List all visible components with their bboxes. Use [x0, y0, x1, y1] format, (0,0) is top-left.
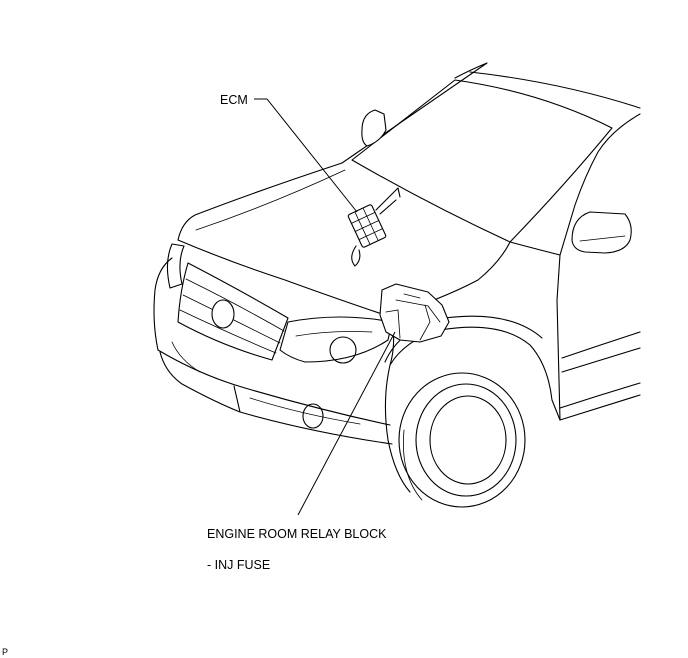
ecm-component	[347, 187, 401, 267]
front-door	[509, 241, 641, 421]
fog-light	[302, 403, 324, 429]
fuse-label: - INJ FUSE	[207, 558, 270, 572]
left-headlight	[166, 243, 185, 289]
ecm-leader-line	[254, 98, 358, 213]
ecm-label: ECM	[220, 93, 248, 107]
right-side-mirror	[571, 211, 632, 254]
front-bumper	[157, 341, 393, 445]
left-side-mirror	[361, 109, 387, 147]
emblem	[211, 299, 235, 329]
front-fender	[384, 315, 561, 493]
front-left-corner	[153, 257, 173, 351]
relay-block-label: ENGINE ROOM RELAY BLOCK	[207, 527, 387, 541]
hood	[177, 162, 511, 317]
front-wheel	[398, 372, 526, 508]
relay-block-leader-line	[297, 331, 396, 516]
right-headlight	[279, 316, 393, 364]
engine-room-relay-block-component	[379, 283, 450, 343]
windshield	[341, 62, 641, 243]
right-a-pillar	[559, 113, 641, 256]
corner-mark: P	[2, 647, 8, 657]
